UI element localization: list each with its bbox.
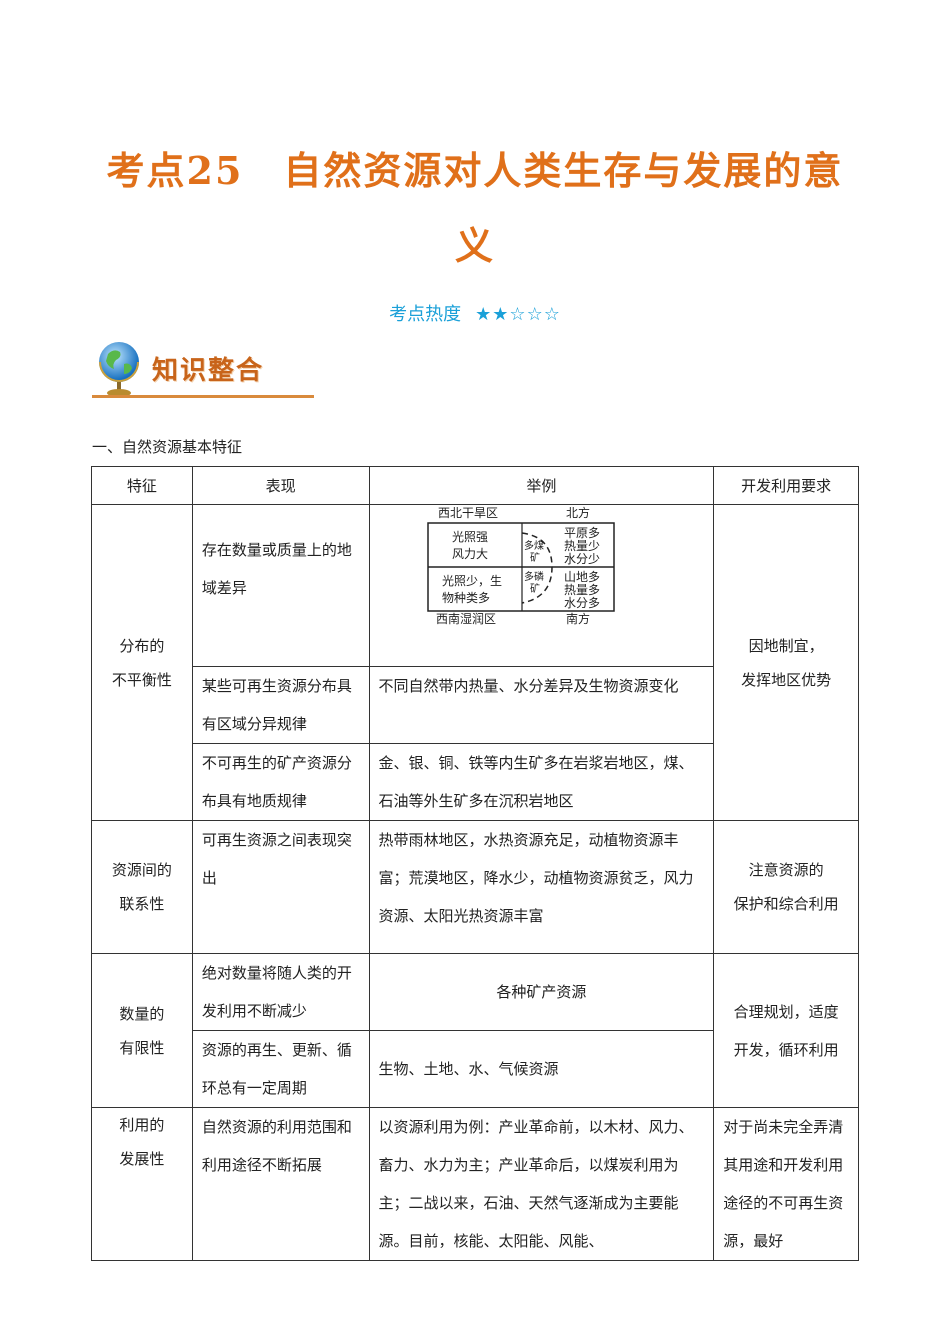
diagram-label: 北方 [566, 505, 590, 520]
header-cell: 开发利用要求 [713, 466, 859, 505]
expression-cell: 不可再生的矿产资源分布具有地质规律 [191, 743, 370, 821]
diagram-label: 光照强 [452, 530, 488, 544]
diagram-label: 南方 [566, 611, 590, 625]
table-row: 数量的 有限性 绝对数量将随人类的开发利用不断减少 各种矿产资源 合理规划，适度… [91, 953, 859, 1108]
expression-cell: 某些可再生资源分布具有区域分异规律 [191, 666, 370, 744]
diagram-label: 水分少 [564, 552, 600, 566]
banner-underline [92, 395, 314, 398]
table-row: 不可再生的矿产资源分布具有地质规律 金、银、铜、铁等内生矿多在岩浆岩地区，煤、石… [92, 743, 859, 821]
requirement-cell: 因地制宜， 发挥地区优势 [713, 504, 859, 821]
expression-cell: 存在数量或质量上的地域差异 [191, 504, 370, 667]
section-banner: 知识整合 [92, 338, 314, 400]
globe-icon [99, 342, 139, 397]
china-regions-diagram: 西北干旱区 北方 光照强 风力大 多煤 矿 平原多 热量少 水分少 光照少，生 … [427, 505, 616, 625]
page-title: 考点25 自然资源对人类生存与发展的意 [106, 148, 844, 193]
star-rating-icon: ★★☆☆☆ [475, 304, 561, 325]
resource-features-table: 特征 表现 举例 开发利用要求 分布的 不平衡性 存在数量或质量上的地域差异 西… [91, 466, 859, 1261]
example-cell: 各种矿产资源 [368, 953, 715, 1031]
table-row: 利用的 发展性 自然资源的利用范围和利用途径不断拓展 以资源利用为例：产业革命前… [91, 1107, 859, 1261]
diagram-label: 平原多 [564, 526, 600, 540]
section-heading: 一、自然资源基本特征 [92, 438, 243, 456]
feature-cell: 分布的 不平衡性 [91, 504, 193, 821]
table-row: 分布的 不平衡性 存在数量或质量上的地域差异 西北干旱区 北方 光照强 风力大 … [91, 504, 859, 821]
diagram-label: 物种类多 [442, 591, 490, 605]
expression-cell: 自然资源的利用范围和利用途径不断拓展 [191, 1107, 370, 1261]
diagram-label: 矿 [530, 551, 540, 564]
diagram-label: 水分多 [564, 596, 600, 610]
banner-title: 知识整合 [152, 356, 265, 386]
requirement-cell: 注意资源的 保护和综合利用 [713, 820, 859, 954]
table-row: 资源间的 联系性 可再生资源之间表现突出 热带雨林地区，水热资源充足，动植物资源… [91, 820, 859, 954]
header-cell: 特征 [91, 466, 193, 505]
diagram-label: 多磷 [524, 570, 544, 583]
feature-cell: 利用的 发展性 [91, 1107, 193, 1261]
diagram-label: 热量多 [564, 583, 600, 597]
table-row: 某些可再生资源分布具有区域分异规律 不同自然带内热量、水分差异及生物资源变化 [92, 666, 859, 744]
example-cell: 以资源利用为例：产业革命前，以木材、风力、畜力、水力为主；产业革命后，以煤炭利用… [368, 1107, 715, 1261]
heat-label: 考点热度 [389, 304, 462, 325]
requirement-cell: 合理规划，适度 开发，循环利用 [713, 953, 859, 1108]
diagram-label: 风力大 [452, 547, 488, 561]
expression-cell: 可再生资源之间表现突出 [191, 820, 370, 954]
diagram-label: 多煤 [524, 539, 544, 552]
header-cell: 举例 [368, 466, 715, 505]
diagram-label: 光照少，生 [442, 574, 502, 588]
heat-rating: 考点热度 ★★☆☆☆ [0, 300, 950, 326]
table-row: 资源的再生、更新、循环总有一定周期 生物、土地、水、气候资源 [92, 1030, 859, 1108]
feature-cell: 数量的 有限性 [91, 953, 193, 1108]
diagram-label: 热量少 [564, 539, 600, 553]
page-title-continued: 义 [454, 223, 495, 268]
table-header-row: 特征 表现 举例 开发利用要求 [91, 466, 859, 505]
example-diagram-cell: 西北干旱区 北方 光照强 风力大 多煤 矿 平原多 热量少 水分少 光照少，生 … [368, 504, 715, 667]
example-cell: 生物、土地、水、气候资源 [368, 1030, 715, 1108]
example-cell: 不同自然带内热量、水分差异及生物资源变化 [368, 666, 715, 744]
expression-cell: 绝对数量将随人类的开发利用不断减少 [191, 953, 370, 1031]
header-cell: 表现 [191, 466, 370, 505]
diagram-label: 矿 [530, 582, 540, 595]
diagram-label: 西南湿润区 [436, 611, 496, 625]
example-cell: 热带雨林地区，水热资源充足，动植物资源丰富；荒漠地区，降水少，动植物资源贫乏，风… [368, 820, 715, 954]
expression-cell: 资源的再生、更新、循环总有一定周期 [191, 1030, 370, 1108]
diagram-label: 西北干旱区 [438, 506, 498, 520]
requirement-cell: 对于尚未完全弄清其用途和开发利用途径的不可再生资源，最好 [713, 1107, 859, 1261]
diagram-label: 山地多 [564, 570, 600, 584]
feature-cell: 资源间的 联系性 [91, 820, 193, 954]
example-cell: 金、银、铜、铁等内生矿多在岩浆岩地区，煤、石油等外生矿多在沉积岩地区 [368, 743, 715, 821]
